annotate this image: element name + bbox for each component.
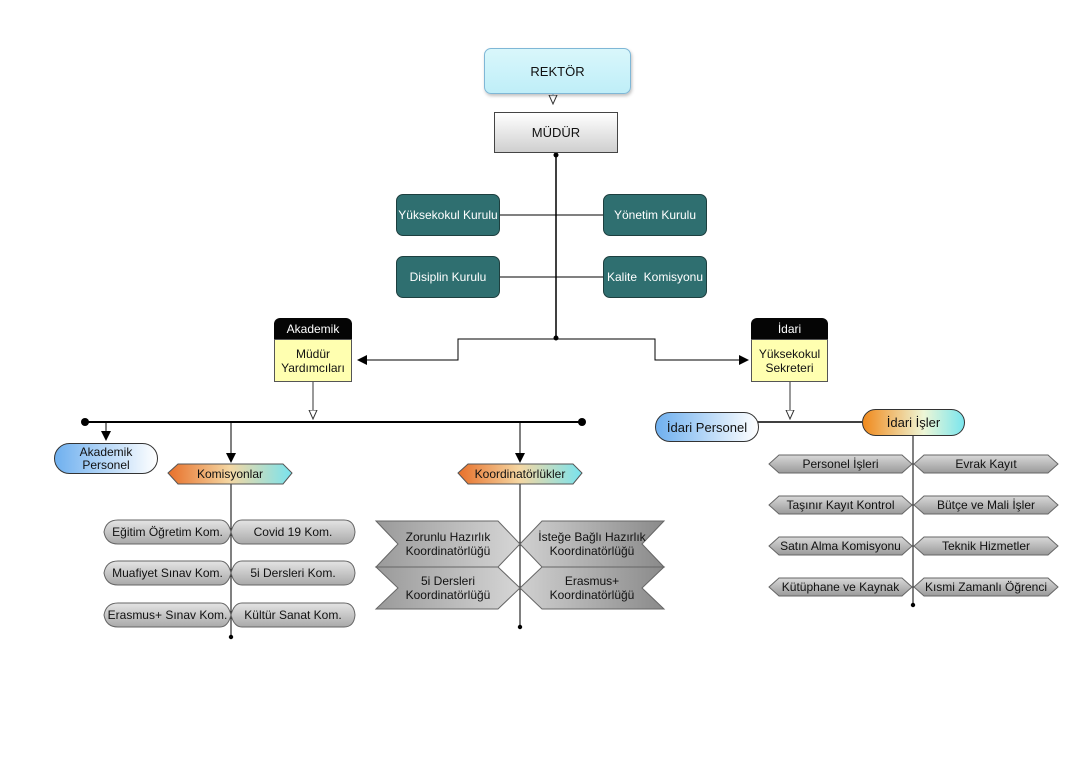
kalite-komisyonu-box: Kalite Komisyonu <box>603 256 707 298</box>
komisyonlar-text: Komisyonlar <box>196 467 264 481</box>
koordinatorlukler-text: Koordinatörlükler <box>474 467 566 481</box>
idari-item: Satın Alma Komisyonu <box>769 537 912 555</box>
koordinatorluk-line1: 5i Dersleri <box>420 574 475 588</box>
idari-item: Bütçe ve Mali İşler <box>914 496 1058 514</box>
koordinatorluk-line1: Zorunlu Hazırlık <box>405 530 491 544</box>
koordinatorluk-line2: Koordinatörlüğü <box>549 588 635 602</box>
idari-item: Taşınır Kayıt Kontrol <box>769 496 912 514</box>
idari-personel-label: İdari Personel <box>666 419 748 435</box>
idari-item: Kısmi Zamanlı Öğrenci <box>914 578 1058 596</box>
komisyon-item: Eğitim Öğretim Kom. <box>104 520 231 544</box>
idari-item-label: Teknik Hizmetler <box>941 539 1031 553</box>
komisyonlar-label: Komisyonlar <box>168 464 292 484</box>
komisyon-item-label: Covid 19 Kom. <box>253 525 333 539</box>
disiplin-kurulu-box: Disiplin Kurulu <box>396 256 500 298</box>
koordinatorluk-shapes <box>374 520 666 610</box>
yuksekokul-sekreteri-line1: Yüksekokul <box>758 346 821 361</box>
mudur-yardimcilari-line2: Yardımcıları <box>281 360 345 375</box>
idari-item-label: Evrak Kayıt <box>955 457 1017 471</box>
komisyon-item-label: Kültür Sanat Kom. <box>244 608 342 622</box>
rektor-label: REKTÖR <box>530 63 585 79</box>
koordinatorlukler-label: Koordinatörlükler <box>458 464 582 484</box>
yuksekokul-kurulu-label: Yüksekokul Kurulu <box>398 208 498 222</box>
komisyon-item: Kültür Sanat Kom. <box>231 603 355 627</box>
komisyon-shapes <box>103 519 356 628</box>
idari-header: İdari <box>751 318 828 339</box>
komisyon-item-label: Muafiyet Sınav Kom. <box>112 566 223 580</box>
mudur-box: MÜDÜR <box>494 112 618 153</box>
komisyon-item-label: Eğitim Öğretim Kom. <box>112 525 223 539</box>
komisyon-item: Covid 19 Kom. <box>231 520 355 544</box>
idari-item-label: Personel İşleri <box>802 457 879 471</box>
idari-item-label: Satın Alma Komisyonu <box>780 539 901 553</box>
akademik-personel-line1: Akademik <box>79 444 133 459</box>
koordinatorluk-item: 5i Dersleri Koordinatörlüğü <box>390 567 506 609</box>
koordinatorluk-line1: Erasmus+ <box>564 574 620 588</box>
idari-item: Kütüphane ve Kaynak <box>769 578 912 596</box>
komisyonlar-shape <box>167 463 293 485</box>
idari-isler-pill: İdari İşler <box>862 409 965 436</box>
komisyon-item-label: 5i Dersleri Kom. <box>250 566 336 580</box>
koordinatorluk-line1: İsteğe Bağlı Hazırlık <box>538 530 646 544</box>
yuksekokul-sekreteri-line2: Sekreteri <box>765 360 814 375</box>
akademik-personel-line2: Personel <box>82 457 130 472</box>
koordinatorluk-line2: Koordinatörlüğü <box>405 588 491 602</box>
idari-personel-pill: İdari Personel <box>655 412 759 442</box>
koordinatorluk-line2: Koordinatörlüğü <box>405 544 491 558</box>
idari-item-label: Kısmi Zamanlı Öğrenci <box>924 580 1048 594</box>
komisyon-item-label: Erasmus+ Sınav Kom. <box>107 608 228 622</box>
komisyon-item: 5i Dersleri Kom. <box>231 561 355 585</box>
koordinatorluk-line2: Koordinatörlüğü <box>549 544 635 558</box>
yuksekokul-kurulu-box: Yüksekokul Kurulu <box>396 194 500 236</box>
idari-item-label: Taşınır Kayıt Kontrol <box>786 498 895 512</box>
mudur-label: MÜDÜR <box>531 125 581 140</box>
komisyon-item: Erasmus+ Sınav Kom. <box>104 603 231 627</box>
idari-item-label: Kütüphane ve Kaynak <box>781 580 900 594</box>
idari-item-shapes <box>768 454 1059 597</box>
koordinatorluk-item: Erasmus+ Koordinatörlüğü <box>532 567 652 609</box>
yuksekokul-sekreteri-box: Yüksekokul Sekreteri <box>751 339 828 382</box>
yonetim-kurulu-label: Yönetim Kurulu <box>613 208 697 222</box>
idari-header-label: İdari <box>777 321 802 336</box>
yonetim-kurulu-box: Yönetim Kurulu <box>603 194 707 236</box>
idari-item: Personel İşleri <box>769 455 912 473</box>
mudur-yardimcilari-box: Müdür Yardımcıları <box>274 339 352 382</box>
idari-item-label: Bütçe ve Mali İşler <box>936 498 1036 512</box>
koordinatorluk-item: İsteğe Bağlı Hazırlık Koordinatörlüğü <box>532 521 652 567</box>
disiplin-kurulu-label: Disiplin Kurulu <box>409 270 487 284</box>
mudur-yardimcilari-line1: Müdür <box>295 346 330 361</box>
idari-item: Evrak Kayıt <box>914 455 1058 473</box>
akademik-personel-pill: Akademik Personel <box>54 443 158 474</box>
rektor-box: REKTÖR <box>484 48 631 94</box>
akademik-header: Akademik <box>274 318 352 339</box>
akademik-header-label: Akademik <box>286 321 340 336</box>
komisyon-item: Muafiyet Sınav Kom. <box>104 561 231 585</box>
idari-item: Teknik Hizmetler <box>914 537 1058 555</box>
koordinatorluk-item: Zorunlu Hazırlık Koordinatörlüğü <box>390 521 506 567</box>
kalite-komisyonu-label: Kalite Komisyonu <box>606 270 704 284</box>
idari-isler-label: İdari İşler <box>886 415 941 430</box>
koordinatorlukler-shape <box>457 463 583 485</box>
